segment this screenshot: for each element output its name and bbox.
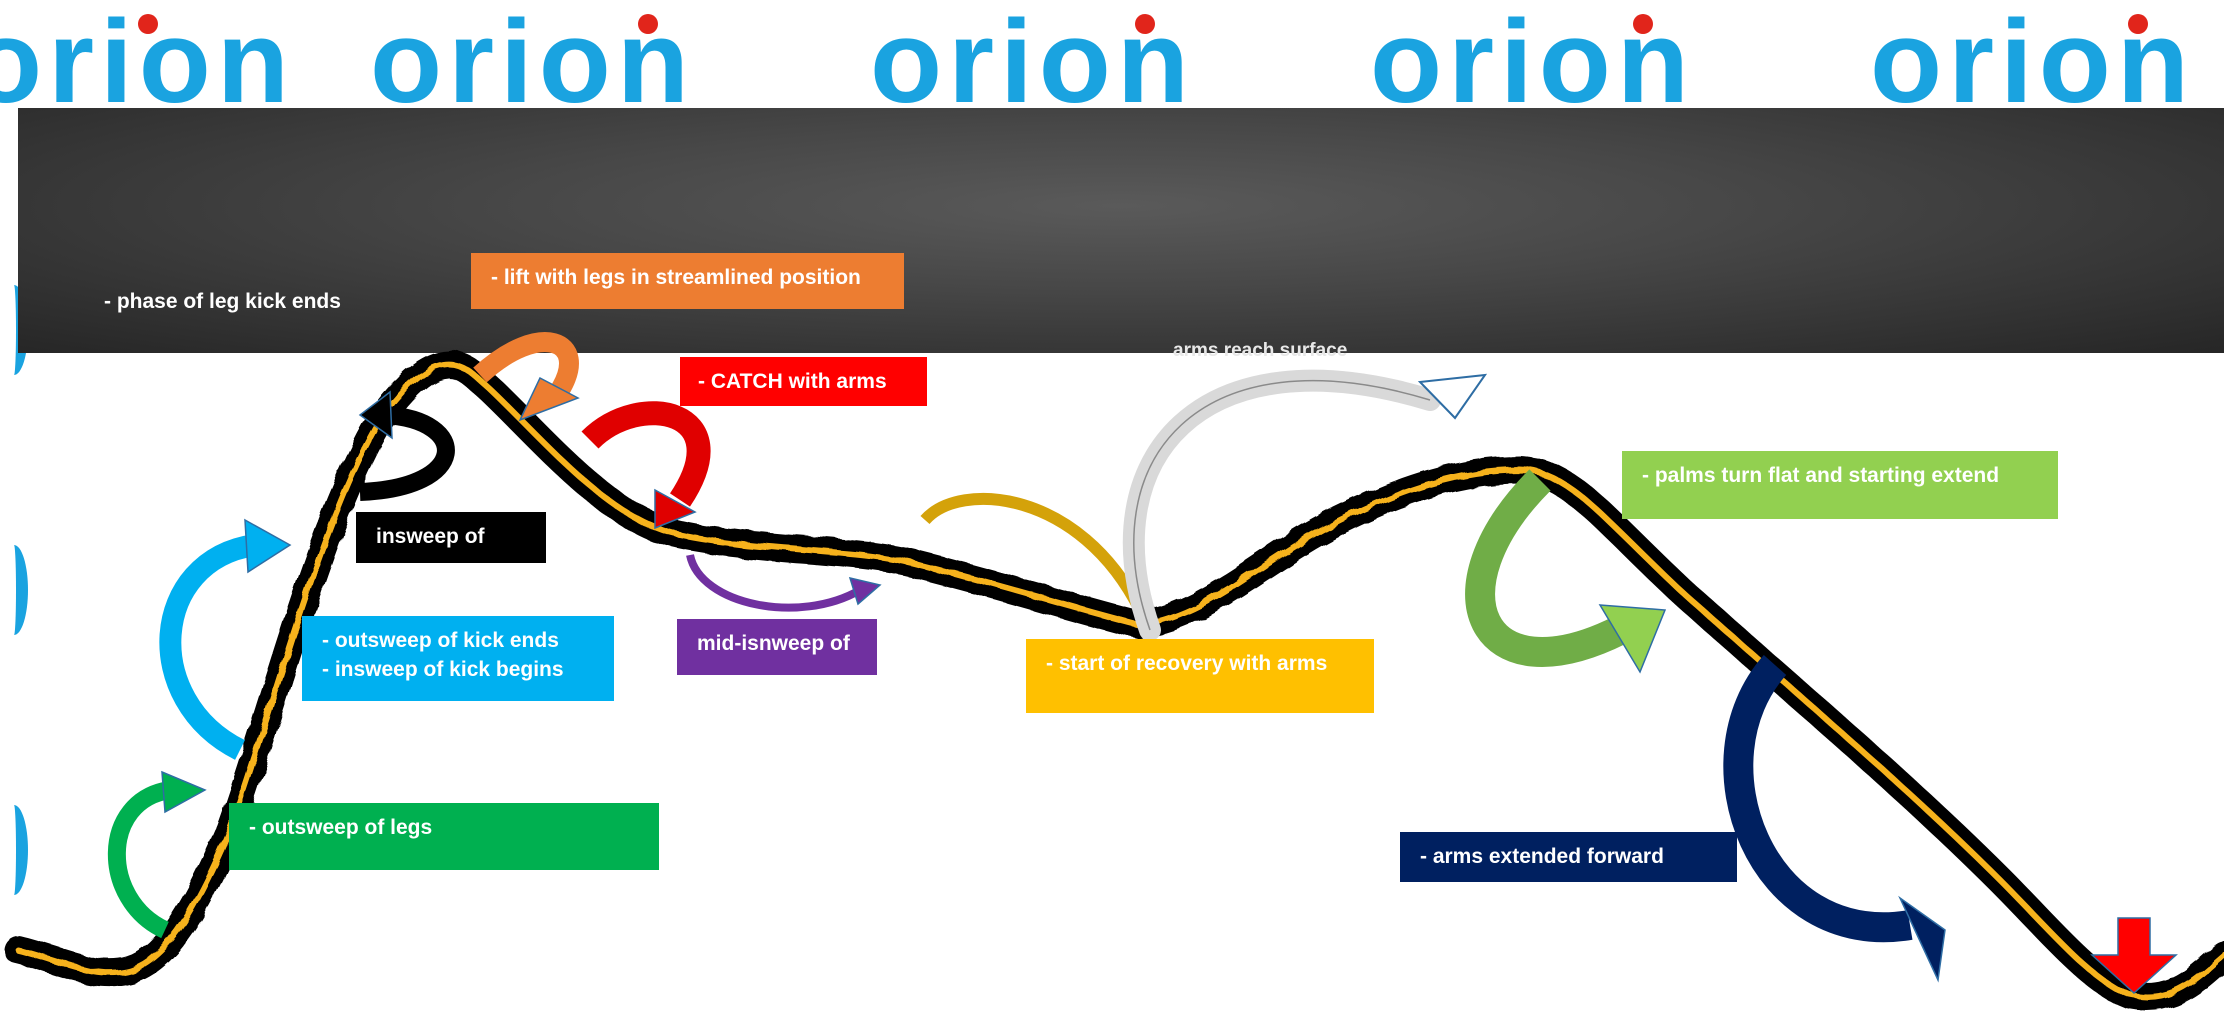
curved-arrow-icon [1123,369,1488,641]
label-leg-kick-ends: - phase of leg kick ends [104,290,341,313]
curved-arrow-icon [686,553,882,612]
label-catch: - CATCH with arms [680,357,927,406]
curved-arrow-icon [159,518,292,760]
label-text: - outsweep of legs [249,816,433,839]
label-start-recovery: - start of recovery with arms [1026,639,1374,713]
curved-arrow-icon [358,390,455,501]
logo-dot [2128,14,2148,34]
edge-logo-mark [0,545,28,635]
curved-arrow-icon [473,332,580,422]
curved-arrow-icon [1723,655,1946,983]
label-palms-turn: - palms turn flat and starting extend [1622,451,2058,519]
label-text: - palms turn flat and starting extend [1642,464,2000,487]
label-text: mid-isnweep of [697,632,850,655]
logo-text: orion [370,0,695,110]
label-lift-legs: - lift with legs in streamlined position [471,253,904,309]
logo-dot [638,14,658,34]
label-outsweep-legs: - outsweep of legs [229,803,659,870]
curved-arrow-icon [107,770,207,939]
logo-dot [1135,14,1155,34]
label-text: - arms extended forward [1420,845,1664,868]
curved-arrow-icon [581,401,711,530]
edge-logo-mark [0,805,28,895]
logo-dot [138,14,158,34]
down-arrow-icon [2090,917,2178,995]
curved-arrow-icon [920,492,1146,613]
label-text: - start of recovery with arms [1046,652,1328,675]
logo-dot [1633,14,1653,34]
label-arms-reach-surface: arms reach surface [1173,340,1348,361]
curved-arrow-icon [1465,469,1667,674]
label-insweep: insweep of [356,512,546,563]
label-text: - lift with legs in streamlined position [491,266,861,289]
label-text: - CATCH with arms [698,370,887,393]
label-text: insweep of [376,525,485,548]
wave-path [4,350,2224,1011]
label-kick-sweeps: - outsweep of kick ends - insweep of kic… [302,616,614,701]
label-arms-extended: - arms extended forward [1400,832,1737,882]
label-text: - outsweep of kick ends [322,629,559,652]
label-text: - insweep of kick begins [322,658,564,681]
logo-strip: orion orion orion orion orion [0,0,2224,110]
label-mid-insweep: mid-isnweep of [677,619,877,675]
dark-banner [18,108,2224,353]
